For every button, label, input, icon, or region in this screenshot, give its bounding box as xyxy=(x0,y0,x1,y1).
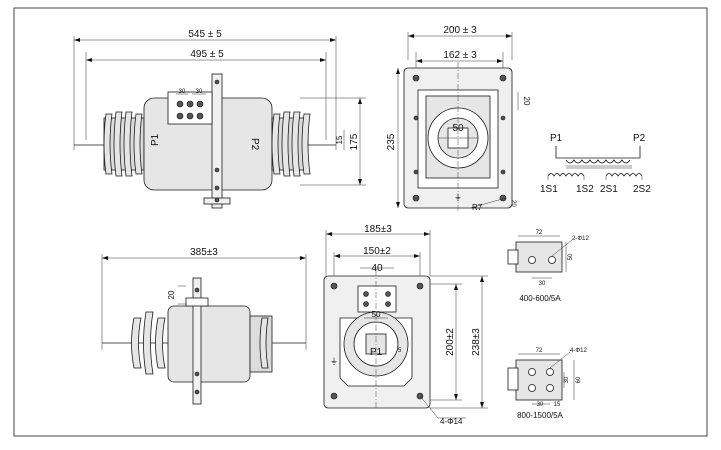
bottom-front-view: 185±3 150±2 40 50 P1 5 ⏚ 200±2 xyxy=(323,224,488,426)
dim-200: 200 ± 3 xyxy=(443,25,477,36)
secondary-winding-2 xyxy=(605,173,643,177)
terminal-2s2: 2S2 xyxy=(633,184,651,195)
side-body xyxy=(167,305,251,383)
primary-winding xyxy=(555,146,641,159)
schematic-p2: P2 xyxy=(633,133,646,144)
dim-175: 175 xyxy=(349,133,360,150)
terminal-detail-a: 72 2-Φ12 50 30 400-600/5A xyxy=(507,230,589,303)
detail-a-height: 50 xyxy=(568,253,574,260)
dim-r7: R7 xyxy=(472,203,483,212)
label-p1-front: P1 xyxy=(370,347,383,358)
detail-a-plate xyxy=(515,241,563,273)
terminal-1s1: 1S1 xyxy=(540,184,558,195)
dim-545: 545 ± 5 xyxy=(188,29,222,40)
dim-150: 150±2 xyxy=(363,246,391,257)
front-terminal-box xyxy=(357,285,397,313)
detail-b-width: 72 xyxy=(536,348,543,354)
detail-b-caption: 800-1500/5A xyxy=(517,411,563,420)
dim-50-front: 50 xyxy=(372,310,381,319)
dim-20-small: 20 xyxy=(510,200,516,207)
drawing-frame xyxy=(13,7,708,437)
dim-185: 185±3 xyxy=(364,224,392,235)
schematic-p1: P1 xyxy=(550,133,563,144)
label-p1: P1 xyxy=(150,133,161,146)
dim-5: 5 xyxy=(398,348,402,354)
detail-b-holes: 4-Φ12 xyxy=(570,348,587,354)
earth-symbol-icon: ⏚ xyxy=(454,193,462,202)
detail-b-spacing-h: 30 xyxy=(537,402,544,408)
detail-a-width: 72 xyxy=(536,230,543,236)
winding-schematic: P1 P2 1S1 1S2 2S1 2S2 xyxy=(540,133,651,195)
earth-symbol-front-icon: ⏚ xyxy=(330,357,338,366)
dim-200-front: 200±2 xyxy=(445,328,456,356)
pitch-30-right: 30 xyxy=(196,89,203,95)
bottom-side-view: 385±3 20 xyxy=(101,247,307,405)
label-p2: P2 xyxy=(249,138,260,151)
dim-238: 238±3 xyxy=(471,328,482,356)
end-view: 200 ± 3 162 ± 3 50 ⏚ 235 20 R7 xyxy=(386,25,531,212)
detail-a-holes: 2-Φ12 xyxy=(572,236,589,242)
pitch-30-left: 30 xyxy=(179,89,186,95)
dim-15: 15 xyxy=(335,135,344,144)
side-flange xyxy=(192,277,202,405)
dim-20-end: 20 xyxy=(522,97,531,106)
detail-b-edge: 15 xyxy=(554,402,561,408)
terminal-detail-b: 72 4-Φ12 30 60 30 15 800-1500/5A xyxy=(507,348,587,420)
dim-40: 40 xyxy=(371,263,383,274)
dim-20-side: 20 xyxy=(167,290,176,299)
terminal-2s1: 2S1 xyxy=(600,184,618,195)
terminal-1s2: 1S2 xyxy=(576,184,594,195)
detail-b-plate xyxy=(515,359,563,401)
detail-b-height: 60 xyxy=(576,376,582,383)
top-side-view: 545 ± 5 495 ± 5 xyxy=(73,29,366,209)
dim-495: 495 ± 5 xyxy=(190,49,224,60)
dim-162: 162 ± 3 xyxy=(443,50,477,61)
secondary-winding-1 xyxy=(547,173,585,177)
dim-mount-holes: 4-Φ14 xyxy=(440,417,463,426)
mounting-flange xyxy=(211,73,223,209)
right-insulator xyxy=(271,111,311,177)
detail-b-spacing-v: 30 xyxy=(564,376,570,383)
dim-235: 235 xyxy=(386,133,397,150)
detail-a-spacing: 30 xyxy=(539,281,546,287)
left-insulator xyxy=(103,111,145,177)
detail-a-caption: 400-600/5A xyxy=(519,294,561,303)
dim-385: 385±3 xyxy=(190,247,218,258)
